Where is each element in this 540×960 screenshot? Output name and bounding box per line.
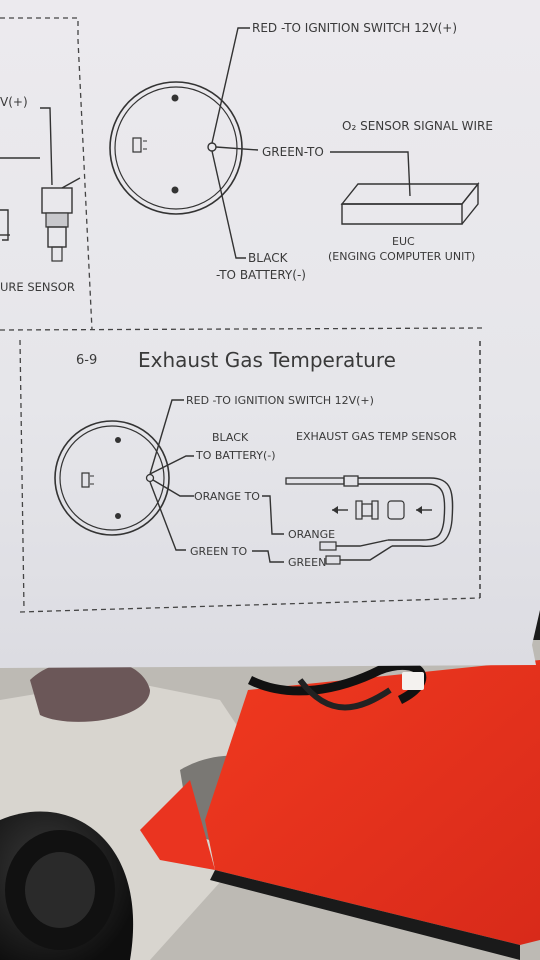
gauge-outer-ring [109, 81, 243, 215]
cable-bundle [247, 661, 427, 711]
egt-connector-icon [81, 472, 90, 488]
section-number: 6-9 [76, 353, 97, 368]
egt-gauge-terminal [145, 473, 155, 483]
upper-gauge-diagram: RED -TO IGNITION SWITCH 12V(+) GREEN-TO … [109, 21, 493, 282]
lower-frame-line [19, 597, 481, 613]
green-to-label: GREEN TO [190, 545, 248, 558]
egt-sensor-label: EXHAUST GAS TEMP SENSOR [296, 430, 457, 443]
green-label: GREEN [288, 556, 326, 569]
red-box [140, 660, 540, 960]
pressure-sensor-icon [41, 177, 81, 262]
orange-label: ORANGE [288, 528, 335, 541]
left-fragment-label: V(+) [0, 95, 28, 109]
lower-black-label: BLACK [212, 431, 249, 444]
left-sensor-label: URE SENSOR [0, 280, 75, 294]
section-title: Exhaust Gas Temperature [138, 348, 396, 372]
upper-battery-label: -TO BATTERY(-) [216, 268, 306, 282]
upper-green-label: GREEN-TO [262, 145, 324, 159]
paper-sheet [0, 0, 540, 668]
lower-battery-label: TO BATTERY(-) [195, 449, 276, 462]
egt-gauge-inner-ring [59, 425, 165, 531]
left-sensor-fragment: V(+) URE SENSOR [0, 95, 81, 294]
orange-to-label: ORANGE TO [194, 490, 260, 503]
ecu-box [340, 182, 480, 225]
o2-sensor-label: O₂ SENSOR SIGNAL WIRE [342, 119, 493, 133]
gauge-connector-icon [132, 137, 142, 153]
euc-desc: (ENGING COMPUTER UNIT) [328, 250, 475, 263]
section-heading: 6-9 Exhaust Gas Temperature [76, 348, 396, 372]
upper-black-label: BLACK [248, 251, 289, 265]
lower-gauge-diagram: RED -TO IGNITION SWITCH 12V(+) BLACK TO … [54, 394, 457, 569]
egt-probe-icon [285, 475, 454, 565]
dashed-frames [0, 17, 483, 611]
lower-red-label: RED -TO IGNITION SWITCH 12V(+) [186, 394, 374, 407]
egt-gauge-outer-ring [54, 420, 170, 536]
egt-fitting-icon [332, 500, 432, 520]
euc-label: EUC [392, 235, 415, 248]
upper-red-label: RED -TO IGNITION SWITCH 12V(+) [252, 21, 457, 35]
